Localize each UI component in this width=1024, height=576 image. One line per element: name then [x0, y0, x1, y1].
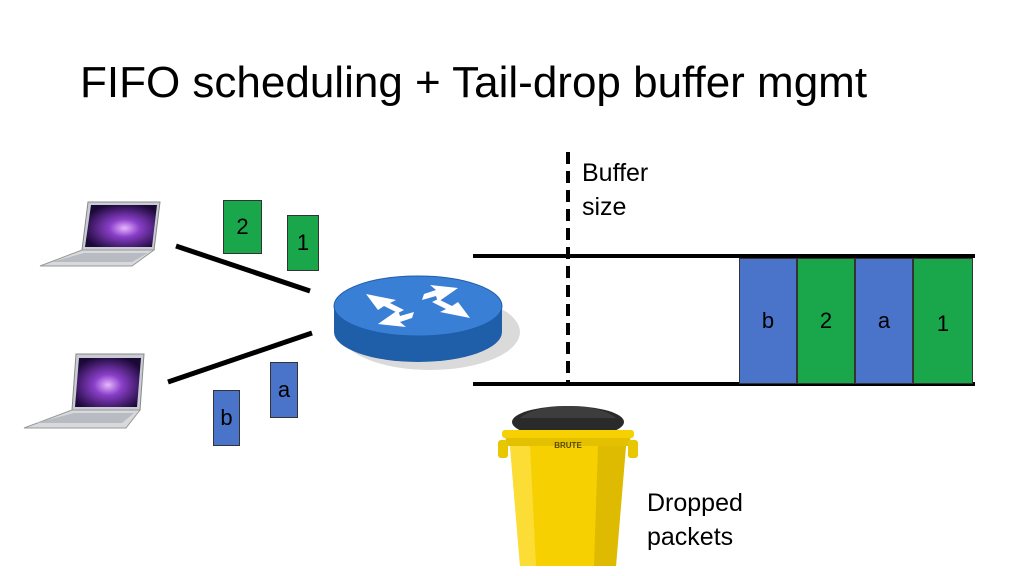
link-line — [167, 330, 313, 385]
link-line — [175, 243, 311, 294]
queued-packet-a: a — [855, 258, 913, 384]
packet-2: 2 — [223, 200, 262, 254]
packet-label: 1 — [296, 230, 310, 255]
packet-label: b — [220, 405, 233, 430]
packet-label: b — [761, 308, 775, 333]
packet-a: a — [270, 362, 298, 418]
packet-label: 1 — [936, 311, 950, 336]
slide-title: FIFO scheduling + Tail-drop buffer mgmt — [80, 58, 868, 107]
queued-packet-2: 2 — [797, 258, 855, 384]
packet-1: 1 — [287, 215, 319, 271]
trash-brand-label: BRUTE — [554, 441, 582, 450]
queued-packet-b: b — [739, 258, 797, 384]
buffer-size-label-line: size — [582, 193, 627, 221]
router-icon — [333, 275, 520, 370]
buffer-size-label: Buffer size — [582, 156, 648, 224]
laptop-icon — [39, 201, 161, 267]
queued-packet-1: 1 — [913, 258, 973, 384]
laptop-icon — [23, 353, 145, 429]
packet-b: b — [213, 390, 240, 446]
packet-label: a — [877, 308, 891, 333]
buffer-size-label-line: Buffer — [582, 159, 649, 187]
dropped-label-line: packets — [647, 523, 734, 551]
dropped-label-line: Dropped — [647, 489, 743, 517]
trash-can-icon: BRUTE — [498, 406, 638, 566]
packet-label: 2 — [236, 214, 249, 239]
packet-label: a — [277, 377, 291, 402]
packet-label: 2 — [819, 308, 833, 333]
dropped-packets-label: Dropped packets — [647, 486, 743, 554]
